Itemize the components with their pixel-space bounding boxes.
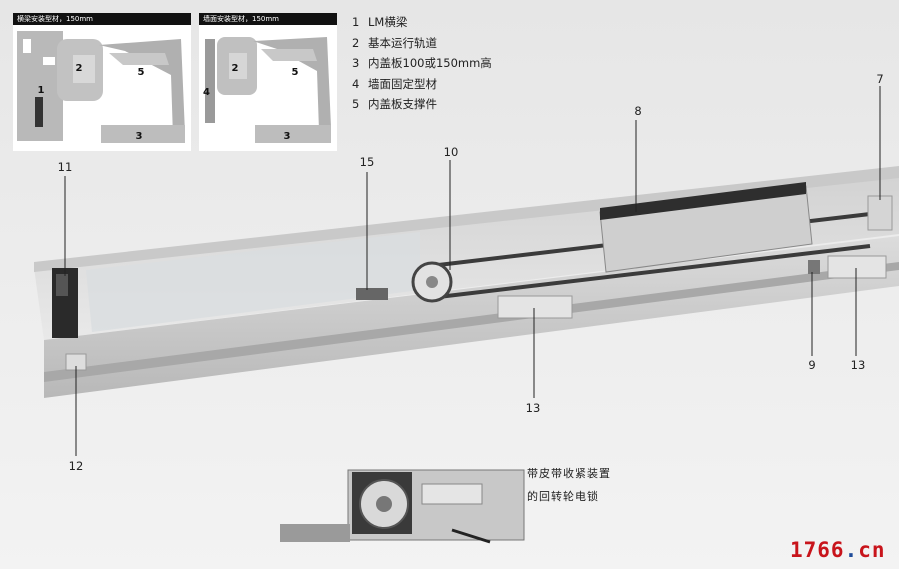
- callout-11: 11: [57, 160, 73, 174]
- inset-label: 2: [76, 63, 83, 74]
- inset-panel-beam-mounting: 横梁安装型材，150mm 1 2 5 3: [13, 13, 191, 151]
- lock-caption-line-1: 带皮带收紧装置: [527, 467, 611, 480]
- wall-profile-drawing: 4 2 5 3: [203, 37, 331, 143]
- tension-spring: [280, 524, 350, 542]
- callout-15: 15: [359, 155, 375, 169]
- site-watermark: 1766.cn: [790, 538, 886, 562]
- inset-panel-wall-mounting: 墙面安装型材，150mm 4 2 5 3: [199, 13, 337, 151]
- inset-label: 2: [232, 63, 239, 74]
- inner-cover: [86, 232, 420, 332]
- inset-label: 5: [138, 67, 145, 78]
- callout-13: 13: [525, 401, 541, 415]
- callout-7: 7: [876, 72, 884, 86]
- lock-caption-line-2: 的回转轮电锁: [527, 490, 599, 503]
- inset-label: 1: [38, 85, 45, 96]
- callout-8: 8: [634, 104, 642, 118]
- callout-12: 12: [68, 459, 84, 473]
- inset-label: 4: [203, 87, 210, 98]
- inset-label: 5: [292, 67, 299, 78]
- end-cap: [867, 195, 893, 231]
- inset-caption: 横梁安装型材，150mm: [13, 13, 191, 25]
- inset-label: 3: [284, 131, 291, 142]
- inset-caption: 墙面安装型材，150mm: [199, 13, 337, 25]
- beam-profile-drawing: 1 2 5 3: [17, 31, 185, 143]
- carriage: [827, 255, 887, 279]
- inset-label: 3: [136, 131, 143, 142]
- callout-9: 9: [808, 358, 816, 372]
- callout-10: 10: [443, 145, 459, 159]
- part-9: [808, 260, 820, 274]
- part-15: [356, 288, 388, 300]
- callout-13: 13: [850, 358, 866, 372]
- carriage: [497, 295, 573, 319]
